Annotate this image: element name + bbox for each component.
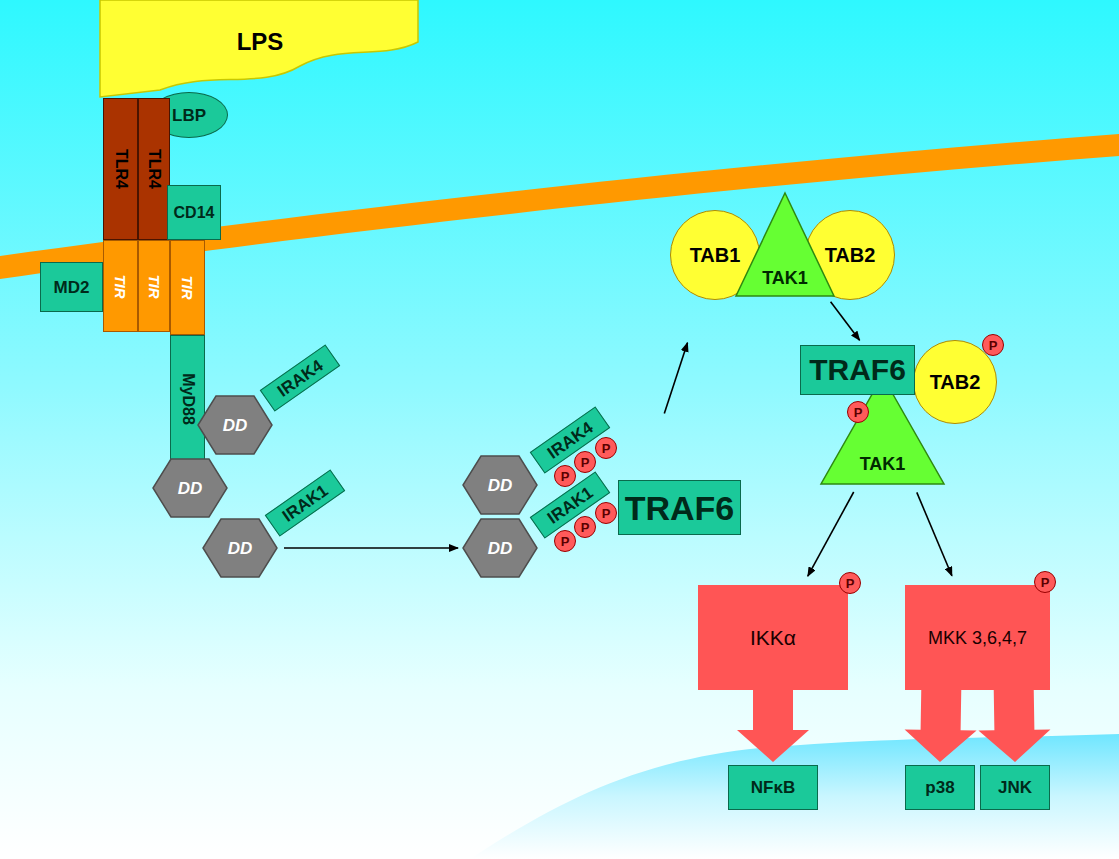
node-label: TAK1 <box>762 269 808 287</box>
death-domain: DD <box>197 395 273 455</box>
node-label: TLR4 <box>146 149 162 189</box>
phospho-mark: P <box>847 401 869 423</box>
receptor-chain: TLR4 <box>103 98 138 240</box>
node-label: DD <box>228 540 253 557</box>
signal-arrow <box>831 302 860 340</box>
node-label: TLR4 <box>113 149 129 189</box>
node-label: p38 <box>925 779 954 796</box>
node-label: TAB2 <box>825 245 876 265</box>
adaptor-box: TRAF6 <box>618 480 742 535</box>
node-label: DD <box>223 417 248 434</box>
node-label: DD <box>488 477 513 494</box>
tri-fill <box>821 376 944 484</box>
node-label: TAB2 <box>930 372 981 392</box>
node-label: TRAF6 <box>809 355 906 385</box>
node-label: DD <box>488 540 513 557</box>
node-label: TAK1 <box>860 455 906 473</box>
node-label: IRAK4 <box>274 356 326 399</box>
phospho-mark: P <box>595 437 617 459</box>
node-label: P <box>602 442 611 455</box>
node-label: NFκB <box>751 779 795 796</box>
node-label: P <box>854 406 863 419</box>
node-label: P <box>561 535 570 548</box>
node-label: P <box>581 521 590 534</box>
node-label: MKK 3,6,4,7 <box>928 629 1027 647</box>
kinase-label: IRAK4 <box>260 344 340 411</box>
node-label: IRAK1 <box>279 481 331 524</box>
death-domain: DD <box>462 518 538 578</box>
phospho-mark: P <box>595 502 617 524</box>
tir-domain: TIR <box>170 240 205 335</box>
node-label: DD <box>178 480 203 497</box>
coreceptor-box: CD14 <box>167 185 222 240</box>
map-kinase: p38 <box>905 765 975 810</box>
block-arrow <box>978 688 1050 762</box>
kinase-triangle: TAK1 <box>735 192 835 297</box>
signal-arrow <box>917 492 952 575</box>
death-domain: DD <box>152 458 228 518</box>
phospho-mark: P <box>554 465 576 487</box>
node-label: P <box>989 339 998 352</box>
node-label: P <box>561 470 570 483</box>
node-label: TAB1 <box>690 245 741 265</box>
node-label: MyD88 <box>180 373 196 425</box>
hex-fill <box>203 519 277 577</box>
signal-arrow <box>284 547 458 549</box>
phospho-mark: P <box>574 516 596 538</box>
node-label: LPS <box>237 30 284 54</box>
coreceptor-box: MD2 <box>40 262 103 312</box>
kinase-label: IRAK1 <box>265 469 345 536</box>
phospho-mark: P <box>839 572 861 594</box>
death-domain: DD <box>462 455 538 515</box>
phospho-mark: P <box>554 530 576 552</box>
signal-arrow <box>808 492 854 576</box>
phospho-mark: P <box>574 451 596 473</box>
node-label: P <box>581 456 590 469</box>
adaptor-box: TRAF6 <box>800 345 915 395</box>
hex-fill <box>198 396 272 454</box>
map-kinase: JNK <box>980 765 1050 810</box>
block-arrow <box>737 688 809 762</box>
node-label: TIR <box>146 274 161 298</box>
block-arrow <box>905 688 977 762</box>
kinase-block: IKKα <box>698 585 848 690</box>
hex-fill <box>463 456 537 514</box>
phospho-mark: P <box>1034 571 1056 593</box>
node-label: LBP <box>172 107 206 124</box>
node-label: MD2 <box>54 279 90 296</box>
node-label: IKKα <box>750 627 796 648</box>
tir-domain: TIR <box>138 240 170 332</box>
node-label: TIR <box>180 275 195 299</box>
transcription-factor: NFκB <box>728 765 818 810</box>
death-domain: DD <box>202 518 278 578</box>
kinase-block: MKK 3,6,4,7 <box>905 585 1050 690</box>
banner-fill <box>100 0 418 97</box>
node-label: P <box>602 507 611 520</box>
node-label: P <box>1041 576 1050 589</box>
node-label: TIR <box>113 274 128 298</box>
signal-arrow <box>664 343 687 414</box>
adaptor-box: MyD88 <box>170 335 205 463</box>
receptor-chain: TLR4 <box>138 98 170 240</box>
node-label: CD14 <box>174 205 215 221</box>
hex-fill <box>153 459 227 517</box>
node-label: JNK <box>998 779 1032 796</box>
node-label: TRAF6 <box>625 491 735 525</box>
phospho-mark: P <box>982 334 1004 356</box>
node-label: P <box>846 577 855 590</box>
lps-banner: LPS <box>100 0 420 100</box>
tir-domain: TIR <box>103 240 138 332</box>
hex-fill <box>463 519 537 577</box>
